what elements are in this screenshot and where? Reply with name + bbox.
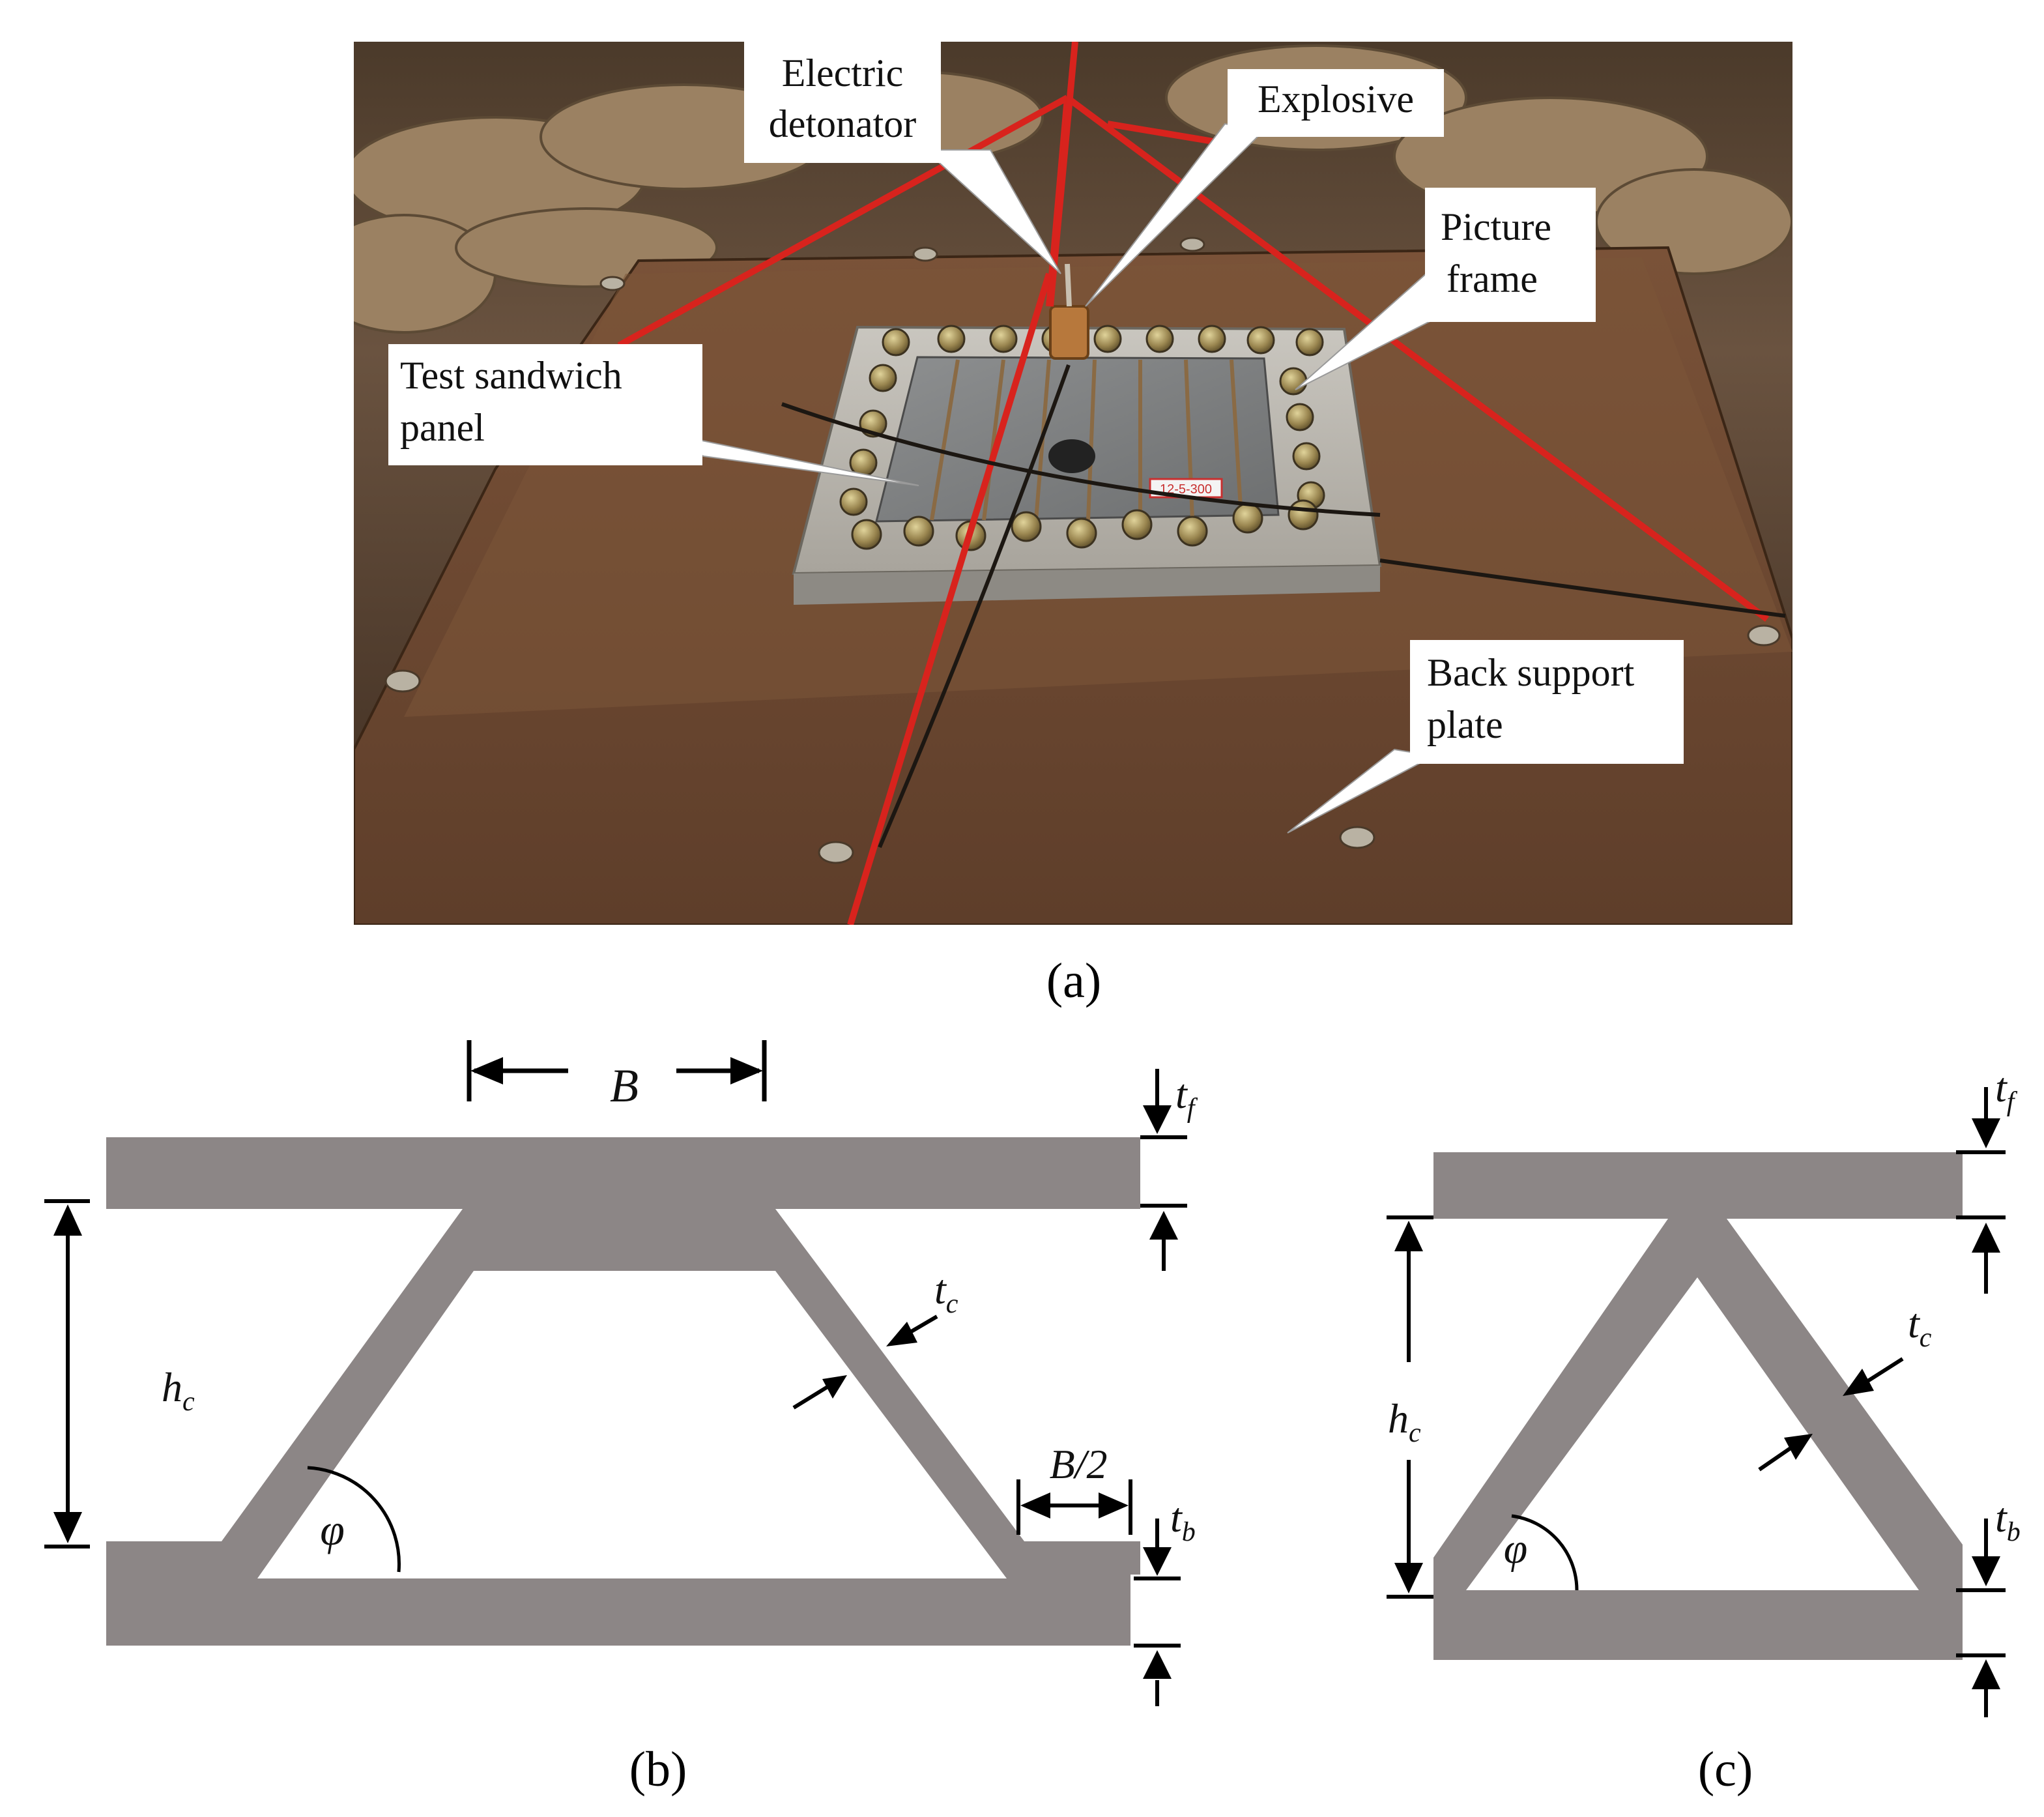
label-B: B	[610, 1060, 639, 1112]
callout-picture-frame: Picture frame	[1295, 188, 1596, 390]
callout-back-support: Back support plate	[1287, 640, 1684, 834]
label-tf-b: tf	[1175, 1071, 1198, 1124]
plate-bolts	[384, 237, 1781, 864]
dim-tb-c	[1956, 1519, 2006, 1717]
callout-electric-label-1: Electric	[782, 51, 904, 94]
label-tb-c: tb	[1995, 1494, 2021, 1547]
label-tf-c: tf	[1995, 1064, 2018, 1117]
callout-test-panel: Test sandwich panel	[388, 344, 919, 486]
caption-b: (b)	[629, 1742, 687, 1797]
dim-tc-b	[792, 1315, 938, 1410]
label-tb-b: tb	[1170, 1494, 1196, 1547]
panel-charge-mark	[1048, 439, 1095, 473]
panel-a-photo: 12-5-300	[354, 42, 1792, 925]
callout-electric-detonator: Electric detonator	[744, 42, 1061, 274]
callout-panel-label-1: Test sandwich	[400, 354, 622, 397]
dim-tc-c	[1758, 1357, 1904, 1472]
dim-B	[467, 1040, 767, 1101]
caption-a: (a)	[1046, 953, 1101, 1008]
angle-arc-b	[307, 1466, 401, 1573]
frame-side	[794, 566, 1380, 605]
angle-arc-c	[1511, 1514, 1579, 1591]
panel-c-triangle-diagram: tf hc tc tb φ	[1387, 1064, 2021, 1717]
trapezoid-core-shape	[106, 1137, 1140, 1646]
dim-hc-c	[1387, 1215, 1433, 1599]
label-B-half: B/2	[1050, 1441, 1108, 1487]
detonator-wire	[1065, 263, 1072, 307]
triangle-core-shape	[1433, 1152, 1963, 1660]
dim-tf-c	[1956, 1087, 2006, 1294]
label-tc-b: tc	[934, 1266, 958, 1319]
dim-hc-b	[44, 1199, 90, 1548]
label-phi-c: φ	[1504, 1525, 1528, 1573]
dim-B-half	[1016, 1479, 1132, 1535]
callout-frame-label-2: frame	[1447, 257, 1538, 300]
label-phi-b: φ	[320, 1505, 345, 1554]
callout-explosive: Explosive	[1085, 69, 1444, 307]
explosive-charge	[1049, 305, 1089, 360]
panel-sticker-text: 12-5-300	[1160, 482, 1212, 497]
dim-tf-b	[1140, 1069, 1187, 1271]
dim-tb-b	[1134, 1519, 1181, 1706]
callout-panel-label-2: panel	[400, 406, 485, 449]
caption-c: (c)	[1698, 1742, 1753, 1797]
callout-electric-label-2: detonator	[769, 102, 917, 145]
callout-explosive-label: Explosive	[1258, 78, 1414, 121]
callout-back-label-1: Back support	[1427, 651, 1635, 694]
black-wires	[781, 364, 1786, 849]
label-hc-c: hc	[1388, 1395, 1421, 1448]
label-tc-c: tc	[1908, 1300, 1932, 1353]
panel-b-trapezoid-diagram: B tf hc tc	[44, 1040, 1198, 1706]
label-hc-b: hc	[162, 1364, 195, 1417]
callout-back-label-2: plate	[1427, 703, 1503, 746]
frame-bolts	[839, 325, 1325, 551]
callout-frame-label-1: Picture	[1441, 205, 1551, 248]
